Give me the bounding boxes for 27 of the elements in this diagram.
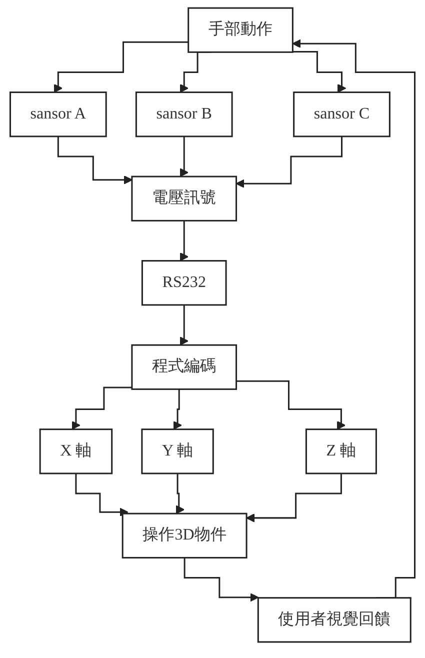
arrow <box>54 41 188 93</box>
arrow <box>72 386 132 430</box>
arrow <box>180 304 189 346</box>
arrow <box>57 136 133 184</box>
node-box: 使用者視覺回饋 <box>257 597 412 643</box>
node-box: sansor B <box>135 92 233 138</box>
arrow <box>246 472 342 522</box>
node-box: 程式編碼 <box>131 344 238 390</box>
arrow <box>292 51 346 93</box>
arrow <box>173 388 182 430</box>
node-box: 手部動作 <box>188 7 294 53</box>
arrow <box>75 472 128 517</box>
node-box: Z 軸 <box>305 428 377 474</box>
arrow <box>180 136 189 177</box>
node-box: sansor C <box>293 92 390 138</box>
node-box: Y 軸 <box>141 428 214 474</box>
arrow <box>236 380 346 430</box>
arrow <box>180 220 189 262</box>
arrow <box>176 472 185 514</box>
node-box: sansor A <box>9 92 107 138</box>
node-box: 電壓訊號 <box>131 176 238 222</box>
node-box: X 軸 <box>39 428 113 474</box>
arrow <box>184 556 259 602</box>
node-box: 操作3D物件 <box>122 512 248 558</box>
arrow <box>292 39 416 599</box>
arrow <box>236 136 342 188</box>
node-box: RS232 <box>141 260 227 306</box>
